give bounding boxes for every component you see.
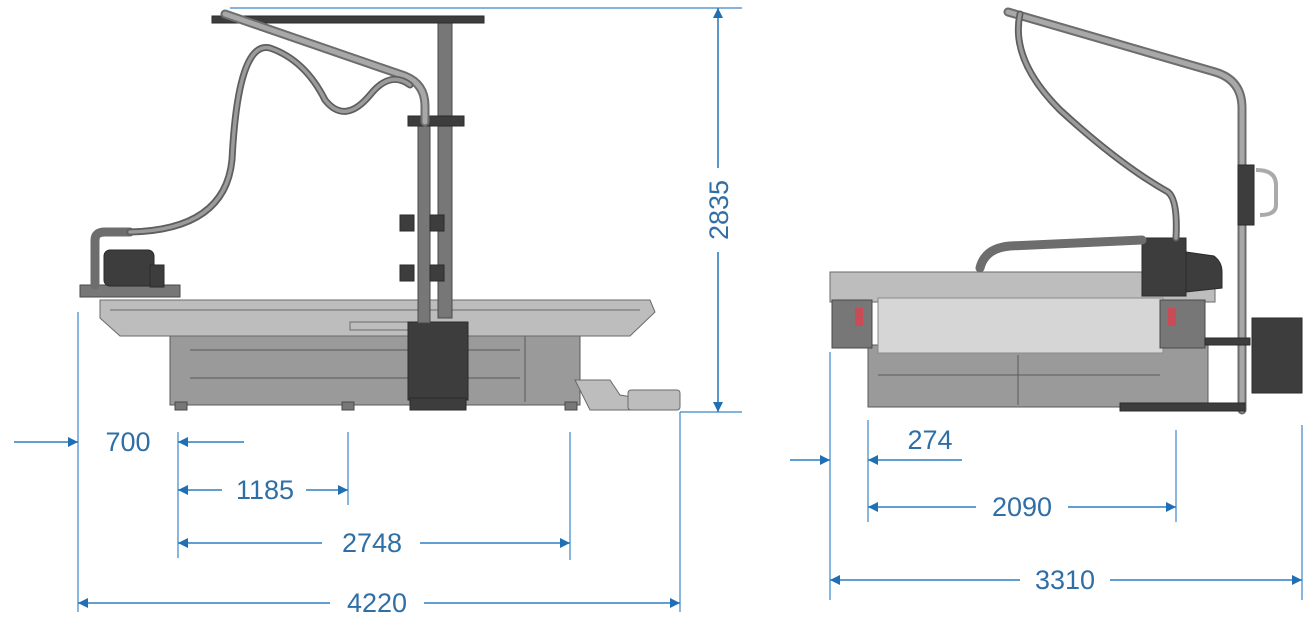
side-view-machine xyxy=(829,7,1303,415)
side-view-dimensions: 274 2090 3310 xyxy=(790,352,1303,600)
dim-label-1185: 1185 xyxy=(236,475,294,505)
front-view-dimensions: 700 1185 2748 4220 2835 xyxy=(14,7,742,618)
dim-label-4220: 4220 xyxy=(347,588,407,618)
dim-label-700: 700 xyxy=(105,427,150,457)
front-base-cabinet xyxy=(169,329,581,406)
side-table-surface xyxy=(877,297,1164,354)
front-vacuum-unit xyxy=(103,249,155,287)
front-top-beam xyxy=(211,15,485,24)
dim-label-3310: 3310 xyxy=(1035,565,1095,595)
dim-label-2748: 2748 xyxy=(342,528,402,558)
side-control-box xyxy=(1251,317,1303,394)
dim-label-2835: 2835 xyxy=(704,180,734,240)
front-dust-housing xyxy=(407,321,469,401)
dim-label-274: 274 xyxy=(907,425,952,455)
side-base-cabinet xyxy=(867,344,1209,408)
foot-pedal xyxy=(627,389,681,411)
front-table-top xyxy=(99,299,656,337)
side-cutting-head xyxy=(1141,237,1187,297)
dim-label-2090: 2090 xyxy=(992,492,1052,522)
front-view-machine xyxy=(79,9,681,411)
